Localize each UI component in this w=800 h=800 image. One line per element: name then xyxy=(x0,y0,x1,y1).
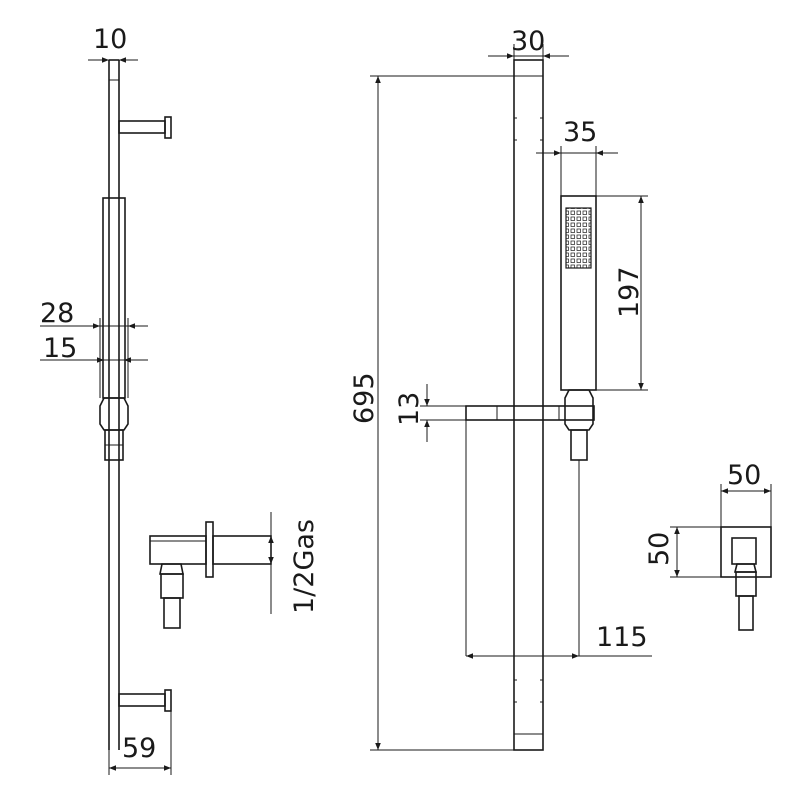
dim-label-695: 695 xyxy=(349,372,380,424)
dim-label-thread: 1/2Gas xyxy=(289,519,320,614)
side-top-bracket xyxy=(118,116,172,139)
dim-label-28: 28 xyxy=(40,298,74,329)
dim-label-197: 197 xyxy=(614,266,645,318)
front-rail xyxy=(513,59,544,751)
dim-outlet-thread: 1/2Gas xyxy=(268,519,320,614)
dim-handset-197: 197 xyxy=(596,195,648,391)
dim-label-35: 35 xyxy=(563,117,597,148)
front-view xyxy=(465,59,597,751)
dim-holder-115: 115 xyxy=(466,622,652,659)
dim-holder-28: 28 xyxy=(40,298,148,398)
dim-holder-15: 15 xyxy=(40,333,148,364)
dim-label-50-width: 50 xyxy=(727,460,761,491)
side-bottom-bracket xyxy=(118,689,172,712)
front-handset xyxy=(560,195,597,656)
dim-label-13: 13 xyxy=(394,392,425,426)
front-holder-arm xyxy=(465,405,595,656)
side-rail xyxy=(108,59,120,750)
side-view xyxy=(99,59,172,750)
outlet-front-view xyxy=(720,526,772,631)
dim-outlet-50-width: 50 xyxy=(720,460,772,527)
dim-handset-35: 35 xyxy=(536,117,618,196)
dim-holder-13: 13 xyxy=(394,384,466,442)
dim-label-15: 15 xyxy=(43,333,77,364)
dim-side-rail-10: 10 xyxy=(88,24,138,63)
dim-label-10: 10 xyxy=(93,24,127,55)
outlet-side-view xyxy=(149,512,272,629)
dim-label-59: 59 xyxy=(122,733,156,764)
side-holder xyxy=(99,397,129,461)
dim-label-115: 115 xyxy=(596,622,648,653)
dim-bracket-59: 59 xyxy=(108,711,172,775)
dim-rail-30: 30 xyxy=(488,26,569,60)
side-handset xyxy=(102,197,126,399)
dim-label-50-height: 50 xyxy=(644,532,675,566)
dim-outlet-50-height: 50 xyxy=(644,526,721,578)
dim-label-30: 30 xyxy=(511,26,545,57)
dim-height-695: 695 xyxy=(349,75,514,751)
